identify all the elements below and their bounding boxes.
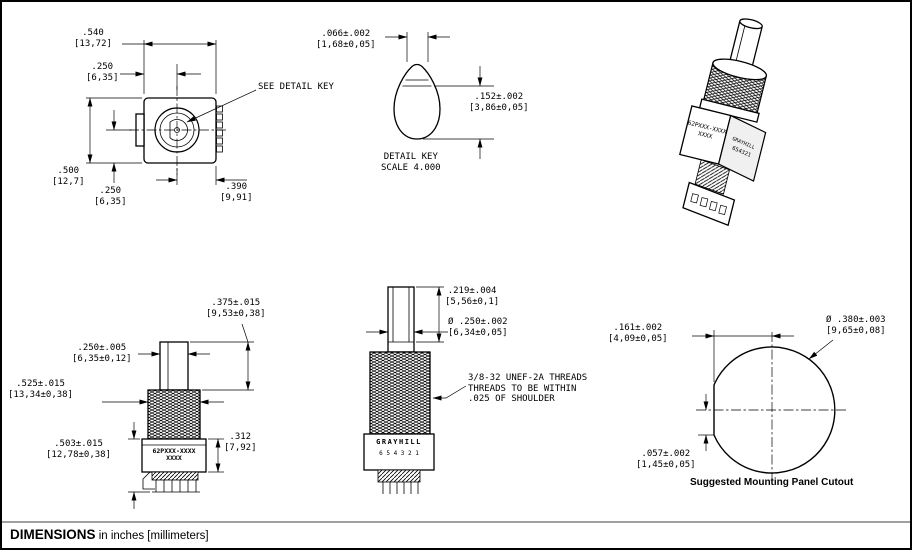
cutout-caption: Suggested Mounting Panel Cutout bbox=[690, 477, 854, 488]
front-pin-block bbox=[377, 469, 421, 483]
front-threaded-bushing bbox=[369, 351, 431, 435]
front-shaft-dia-dim-label: Ø .250±.002[6,34±0,05] bbox=[448, 317, 508, 338]
side-shaft bbox=[159, 341, 189, 391]
cutout-flat-offset-dim-label: .057±.002[1,45±0,05] bbox=[636, 449, 696, 470]
side-threaded-bushing bbox=[147, 389, 201, 440]
see-detail-key-label: SEE DETAIL KEY bbox=[258, 82, 334, 92]
front-brand-label: GRAYHILL bbox=[376, 438, 422, 446]
shaft-flat-circle bbox=[169, 119, 188, 141]
flat-length-dim-label: .219±.004[5,56±0,1] bbox=[445, 286, 500, 307]
panel-cutout-view bbox=[692, 330, 848, 482]
see-detail-leader bbox=[186, 89, 257, 123]
iso-pin-block bbox=[694, 159, 730, 195]
cutout-diameter-dim-label: Ø .380±.003[9,65±0,08] bbox=[826, 315, 886, 336]
iso-part-number-line2: XXXX bbox=[697, 130, 713, 140]
bushing-dim-label: .525±.015[13,34±0,38] bbox=[8, 379, 74, 400]
body-dim-label: .503±.015[12,78±0,38] bbox=[46, 439, 112, 460]
detail-key-view bbox=[385, 32, 494, 159]
thread-note-leader bbox=[432, 385, 467, 401]
diameter-leader bbox=[808, 339, 834, 360]
footer-title: DIMENSIONS bbox=[10, 527, 96, 542]
front-pins bbox=[382, 482, 419, 494]
front-pin-numbers-label: 6 5 4 3 2 1 bbox=[379, 450, 419, 457]
top-center-left-dim-label: .250[6,35] bbox=[86, 62, 119, 83]
side-view bbox=[102, 323, 254, 509]
shaft-length-dim-label: .375±.015[9,53±0,38] bbox=[206, 298, 266, 319]
iso-body-side-face bbox=[717, 114, 767, 182]
isometric-view: 62PXXX-XXXX XXXX GRAYHILL 654321 bbox=[679, 18, 768, 227]
body-height-dim-label: .312[7,92] bbox=[224, 432, 257, 453]
key-profile bbox=[393, 63, 441, 140]
side-terminal-block bbox=[151, 471, 199, 481]
key-depth-dim-label: .152±.002[3,86±0,05] bbox=[468, 92, 530, 114]
top-view bbox=[86, 40, 257, 185]
top-center-bottom-dim-label: .250[6,35] bbox=[94, 186, 127, 207]
iso-connector bbox=[682, 181, 736, 227]
top-right-dim-label: .390[9,91] bbox=[220, 182, 253, 203]
footer: DIMENSIONS in inches [millimeters] bbox=[10, 526, 209, 544]
cutout-flat-to-center-dim-label: .161±.002[4,09±0,05] bbox=[608, 323, 668, 344]
bushing-circle bbox=[154, 107, 200, 153]
side-bracket bbox=[142, 471, 155, 490]
top-height-dim-label: .500[12,7] bbox=[52, 166, 85, 187]
front-body bbox=[363, 433, 435, 471]
front-shaft bbox=[387, 286, 415, 353]
front-view bbox=[363, 286, 467, 494]
side-body bbox=[141, 438, 207, 473]
side-terminals bbox=[152, 480, 200, 493]
pin-strip bbox=[216, 105, 223, 153]
footer-subtitle: in inches [millimeters] bbox=[95, 530, 209, 542]
key-flat-dim-label: .066±.002[1,68±0,05] bbox=[316, 29, 376, 50]
top-width-dim-label: .540[13,72] bbox=[74, 28, 112, 49]
cutout-circle-with-flat bbox=[713, 346, 836, 474]
shaft-dia-dim-label: .250±.005[6,35±0,12] bbox=[72, 343, 132, 364]
